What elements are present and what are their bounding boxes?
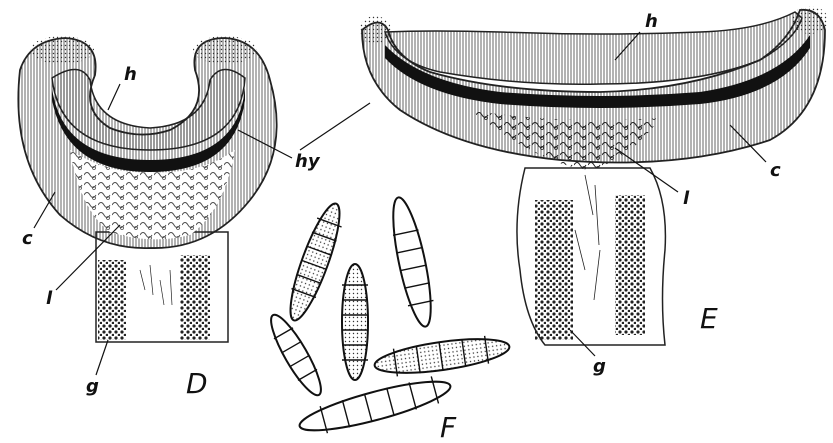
panel-d-apothecium — [18, 36, 276, 342]
spore-dotted-2 — [342, 264, 368, 380]
panel-d-label-g: g — [86, 376, 99, 397]
panel-d-label-hy: hy — [295, 151, 321, 172]
panel-e-label-l: l — [683, 188, 690, 209]
panel-e-label-c: c — [770, 160, 781, 181]
spore-dotted-3 — [373, 333, 512, 380]
panel-e-label-h: h — [645, 11, 658, 32]
panel-d-label-h: h — [124, 64, 137, 85]
spore-dotted-1 — [282, 199, 349, 324]
panel-e-title: E — [700, 302, 718, 335]
panel-d-label-l: l — [46, 288, 53, 309]
panel-e-label-g: g — [593, 356, 606, 377]
panel-d-title: D — [186, 367, 208, 400]
panel-f-title: F — [440, 411, 457, 443]
panel-f-spores — [263, 195, 511, 440]
panel-d-label-c: c — [22, 228, 33, 249]
spore-clear-1 — [386, 195, 439, 330]
spore-clear-2 — [263, 310, 328, 401]
